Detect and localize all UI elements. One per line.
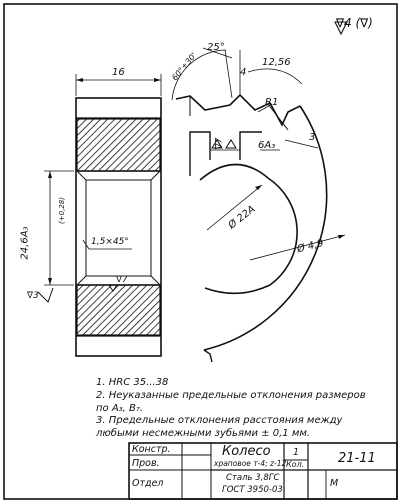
tooth-profile — [175, 93, 301, 127]
roughness-bore: ∇7 — [214, 137, 225, 150]
dim-chamfer: 1,5×45° — [91, 237, 129, 247]
tb-qty-label: Кол. — [286, 460, 305, 469]
roughness-general: ∇4 (∇) — [336, 16, 373, 30]
dim-width-3: 3 — [309, 132, 316, 143]
tb-otdel: Отдел — [132, 478, 164, 489]
note-3-cont: любыми несмежными зубьями ± 0,1 мм. — [96, 428, 311, 439]
front-view — [171, 21, 348, 363]
note-2: 2. Неуказанные предельные отклонения раз… — [96, 390, 366, 401]
roughness-faces: ∇7 — [116, 275, 128, 285]
dim-radius-r1: R1 — [265, 97, 279, 108]
roughness-outer: ∇3 — [27, 291, 39, 301]
tb-scale: М — [330, 478, 339, 489]
keyway-left — [189, 131, 211, 176]
note-1: 1. HRC 35...38 — [96, 377, 169, 388]
dim-width: 16 — [112, 67, 125, 78]
hatched-rim-top — [76, 118, 161, 172]
title-block — [128, 442, 398, 500]
outer-contour — [203, 105, 328, 351]
tb-material-1: Сталь 3,8ГС — [226, 473, 280, 483]
dim-tooth-pitch: 12,56 — [262, 57, 291, 68]
note-2-cont: по A₃, B₇. — [96, 403, 144, 414]
section-view — [37, 74, 162, 357]
tb-part-name: Колесо — [222, 444, 271, 459]
keyway-right — [239, 131, 262, 160]
tb-material-2: ГОСТ 3950-03 — [222, 485, 283, 495]
bore-contour — [199, 163, 298, 295]
dim-tooth-4: 4 — [240, 67, 247, 78]
tb-prov: Пров. — [132, 458, 160, 469]
tb-konstr: Констр. — [132, 444, 171, 455]
dim-angle-25: 25° — [207, 42, 225, 53]
tb-part-subtitle: храповое т-4; z-12 — [214, 459, 287, 468]
dim-side-tolerance: (+0,28) — [57, 197, 66, 224]
dim-side: 24,6A₃ — [19, 226, 31, 260]
dim-width-6a3: 6A₃ — [258, 140, 276, 151]
note-3: 3. Предельные отклонения расстояния межд… — [96, 415, 343, 426]
hatched-rim-bottom — [76, 284, 161, 336]
tb-code: 21-11 — [338, 451, 376, 466]
tb-qty-value: 1 — [293, 447, 300, 458]
